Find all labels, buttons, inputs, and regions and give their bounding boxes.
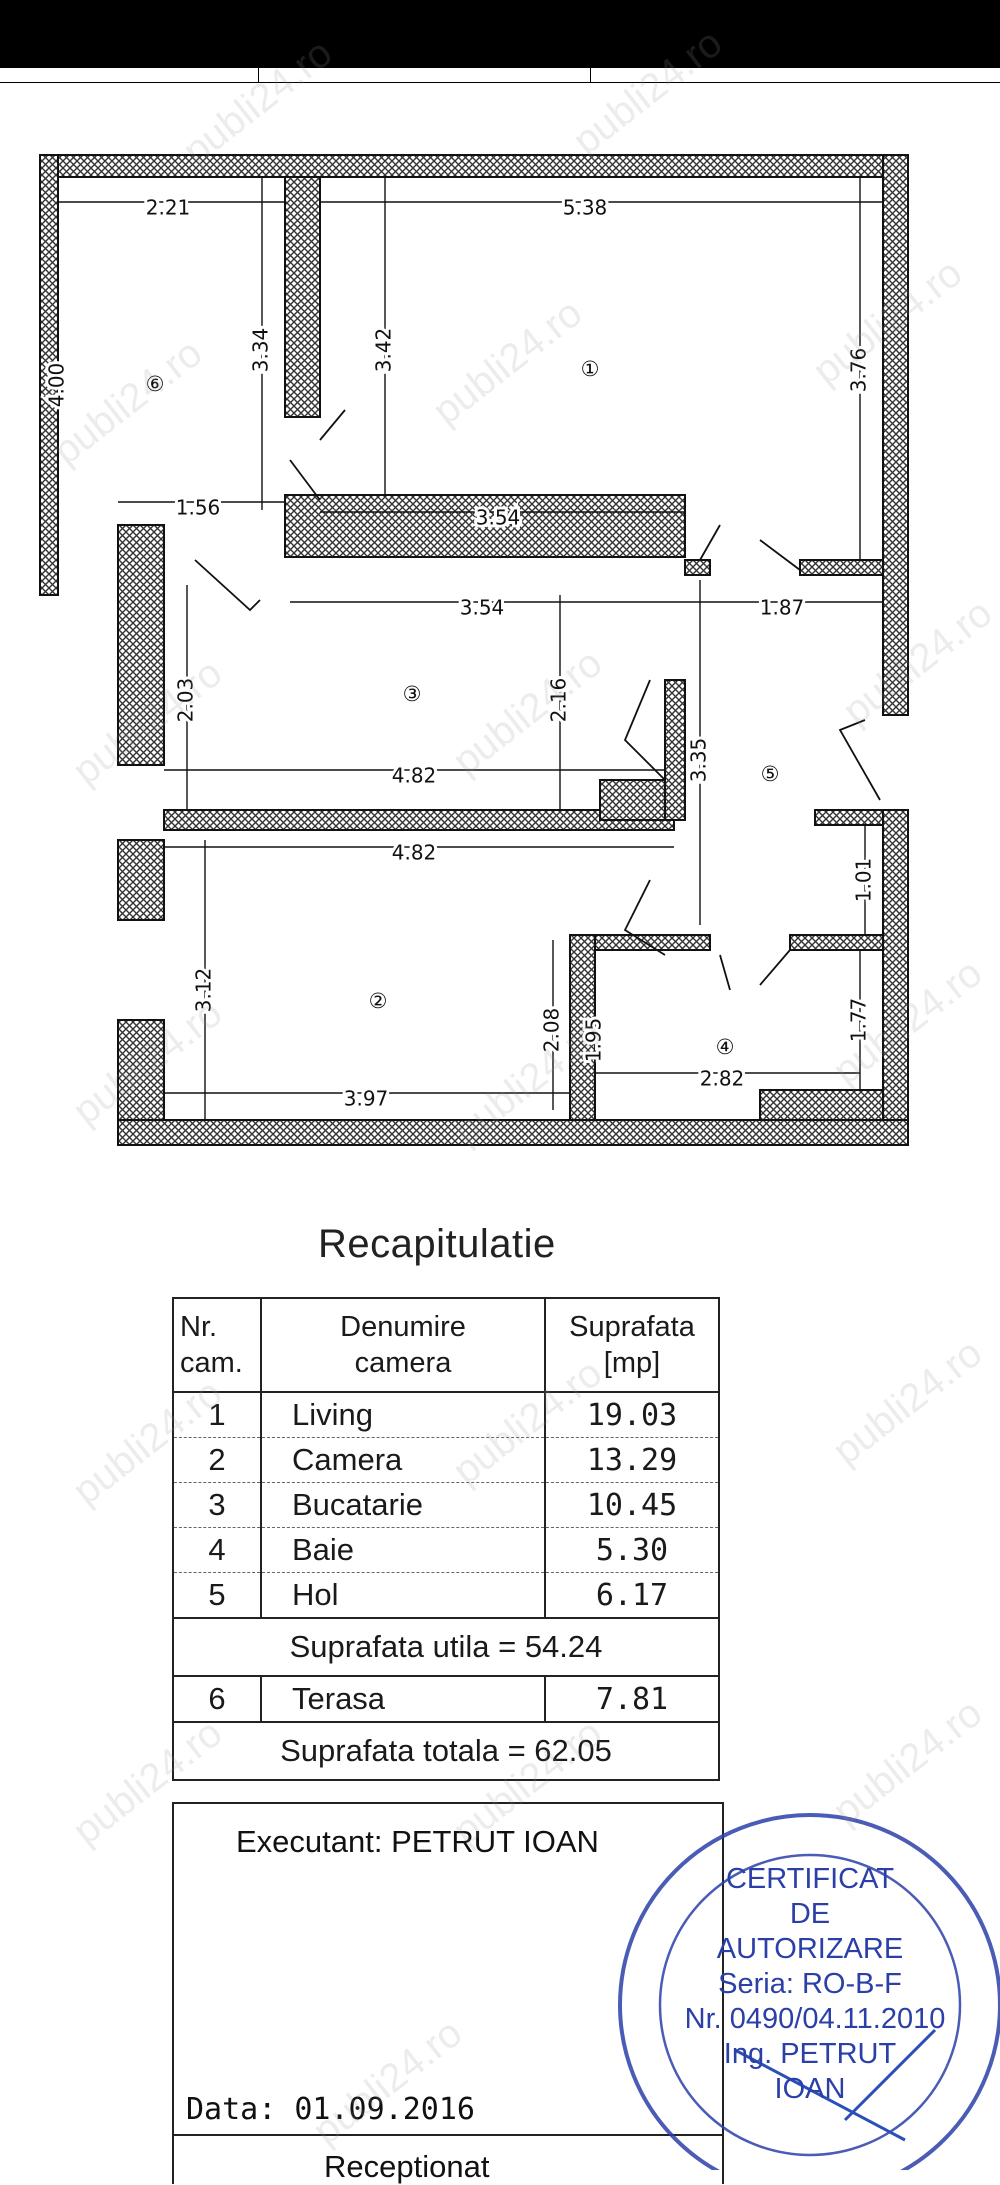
cell-area: 10.45 bbox=[544, 1482, 720, 1528]
stamp-line-3: AUTORIZARE bbox=[716, 1933, 904, 1965]
table-header: Nr. cam. Denumire camera Suprafata [mp] bbox=[172, 1297, 720, 1393]
dimension-label: 3.42 bbox=[372, 328, 396, 373]
stamp-ring bbox=[618, 1813, 1000, 2185]
cell-nr: 6 bbox=[172, 1675, 262, 1723]
dimension-label: 1.56 bbox=[176, 496, 221, 520]
dimension-label: 3.54 bbox=[476, 506, 521, 530]
cell-nr: 4 bbox=[172, 1527, 262, 1573]
dimension-label: 3.97 bbox=[344, 1087, 389, 1111]
header-nr: Nr. cam. bbox=[172, 1297, 262, 1393]
dimension-label: 2.82 bbox=[700, 1067, 745, 1091]
stamp-line-1: CERTIFICAT bbox=[725, 1863, 895, 1895]
header-area: Suprafata [mp] bbox=[544, 1297, 720, 1393]
cell-area: 5.30 bbox=[544, 1527, 720, 1573]
dimension-labels: 2.21 5.38 3.34 3.42 4.00 3.76 1.56 3.54 3.54 1.87… bbox=[42, 193, 879, 1114]
header-name: Denumire camera bbox=[260, 1297, 546, 1393]
dimension-label: 2.21 bbox=[146, 196, 191, 220]
floor-plan: 2.21 5.38 3.34 3.42 4.00 3.76 1.56 3.54 3.54 1.87… bbox=[39, 154, 909, 1146]
cell-area: 7.81 bbox=[544, 1675, 720, 1723]
executant: Executant: PETRUT IOAN bbox=[236, 1824, 599, 1859]
cell-area: 6.17 bbox=[544, 1572, 720, 1619]
dimension-label: 3.34 bbox=[249, 328, 273, 373]
stamp-line-4: Seria: RO-B-F bbox=[718, 1968, 902, 2000]
room-number: ⑥ bbox=[146, 372, 165, 396]
watermark: publi24.ro bbox=[824, 1330, 991, 1474]
scan-top-rule bbox=[0, 68, 1000, 84]
room-number: ④ bbox=[716, 1035, 735, 1059]
cell-nr: 3 bbox=[172, 1482, 262, 1528]
dimension-label: 1.77 bbox=[847, 998, 871, 1043]
authorization-stamp: CERTIFICAT DE AUTORIZARE Seria: RO-B-F N… bbox=[605, 1800, 1000, 2185]
cell-nr: 5 bbox=[172, 1572, 262, 1619]
dimension-label: 4.82 bbox=[392, 841, 437, 865]
dimension-label: 2.03 bbox=[174, 678, 198, 723]
cell-name: Terasa bbox=[260, 1675, 546, 1723]
dimension-label: 1.01 bbox=[852, 858, 876, 903]
walls bbox=[39, 154, 909, 1146]
date: Data: 01.09.2016 bbox=[186, 2092, 475, 2127]
stamp-line-5: Nr. 0490/04.11.2010 bbox=[684, 2003, 946, 2035]
room-number: ③ bbox=[403, 682, 422, 706]
cell-nr: 1 bbox=[172, 1391, 262, 1438]
dimension-label: 3.35 bbox=[687, 738, 711, 783]
dimension-label: 2.08 bbox=[540, 1008, 564, 1053]
dimension-label: 5.38 bbox=[563, 196, 608, 220]
room-number: ⑤ bbox=[761, 762, 780, 786]
room-numbers: ① ② ③ ④ ⑤ ⑥ bbox=[146, 357, 780, 1059]
recap-table: Nr. cam. Denumire camera Suprafata [mp] … bbox=[172, 1297, 720, 1781]
stamp-line-7: IOAN bbox=[774, 2073, 846, 2105]
total-area-row: Suprafata totala = 62.05 bbox=[172, 1721, 720, 1781]
dimension-lines bbox=[57, 177, 883, 1120]
dimension-label: 4.82 bbox=[392, 764, 437, 788]
dimension-label: 4.00 bbox=[45, 363, 69, 408]
useful-area-row: Suprafata utila = 54.24 bbox=[172, 1617, 720, 1677]
cell-name: Baie bbox=[260, 1527, 546, 1573]
total-area: Suprafata totala = 62.05 bbox=[172, 1721, 720, 1781]
stamp-line-2: DE bbox=[789, 1898, 831, 1930]
dimension-label: 3.54 bbox=[460, 596, 505, 620]
divider bbox=[174, 2134, 722, 2136]
dimension-label: 3.12 bbox=[192, 968, 216, 1013]
doors bbox=[194, 409, 881, 991]
cell-area: 13.29 bbox=[544, 1437, 720, 1483]
useful-area: Suprafata utila = 54.24 bbox=[172, 1617, 720, 1677]
room-number: ① bbox=[581, 357, 600, 381]
dimension-label: 1.87 bbox=[760, 596, 805, 620]
cell-name: Living bbox=[260, 1391, 546, 1438]
recap-title: Recapitulatie bbox=[318, 1222, 556, 1266]
cell-name: Camera bbox=[260, 1437, 546, 1483]
cell-nr: 2 bbox=[172, 1437, 262, 1483]
dimension-label: 1.95 bbox=[582, 1018, 606, 1063]
stamp-line-6: Ing. PETRUT bbox=[723, 2038, 897, 2070]
receptionat-label: Receptionat bbox=[324, 2149, 490, 2184]
cell-name: Hol bbox=[260, 1572, 546, 1619]
cell-area: 19.03 bbox=[544, 1391, 720, 1438]
room-number: ② bbox=[369, 989, 388, 1013]
dimension-label: 2.16 bbox=[547, 678, 571, 723]
dimension-label: 3.76 bbox=[847, 348, 871, 393]
cell-name: Bucatarie bbox=[260, 1482, 546, 1528]
scan-top-border bbox=[0, 0, 1000, 68]
